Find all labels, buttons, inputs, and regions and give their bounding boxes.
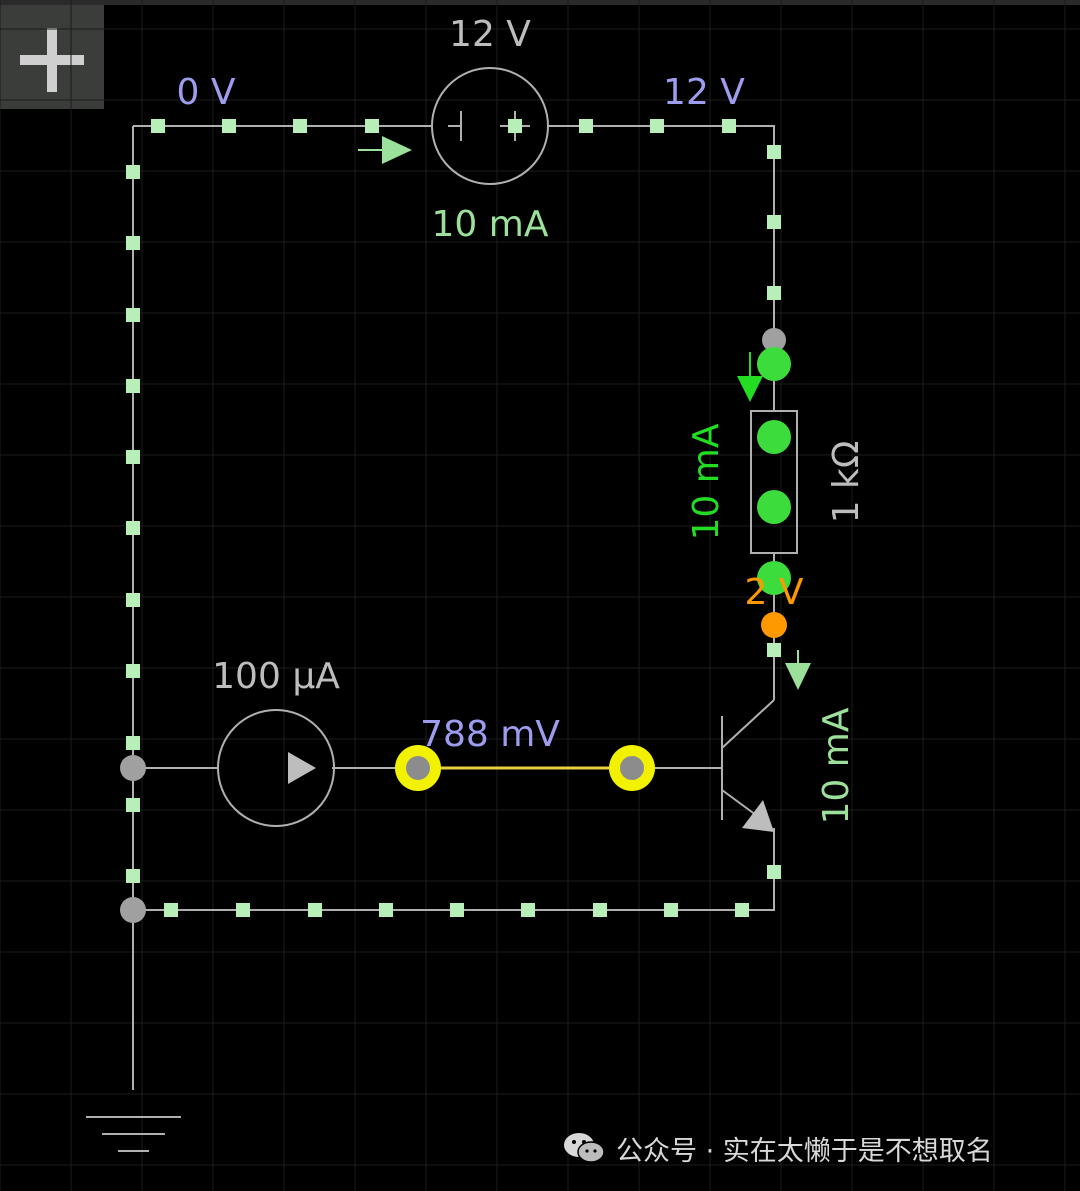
- current-arrows: [358, 136, 811, 690]
- node-right-voltage-label: 12 V: [663, 72, 745, 113]
- voltage-source[interactable]: [431, 67, 549, 185]
- current-dot: [308, 903, 322, 917]
- current-dot: [126, 379, 140, 393]
- wire-top-right: [548, 125, 775, 338]
- resistor-current-label: 10 mA: [686, 423, 727, 540]
- current-dot: [767, 215, 781, 229]
- watermark-text: 公众号 · 实在太懒于是不想取名: [616, 1135, 993, 1167]
- add-component-button[interactable]: [0, 5, 104, 109]
- wechat-icon: [564, 1133, 605, 1163]
- arrow-down-icon: [737, 376, 763, 402]
- watermark: 公众号 · 实在太懒于是不想取名: [562, 1128, 993, 1168]
- resistor-value-label: 1 kΩ: [826, 441, 867, 524]
- arrow-down-icon: [785, 663, 811, 690]
- current-dot: [664, 903, 678, 917]
- current-dot: [126, 593, 140, 607]
- current-dot: [650, 119, 664, 133]
- arrow-right-icon: [382, 136, 412, 164]
- nodes: [120, 755, 146, 923]
- ground-symbol[interactable]: [86, 1116, 181, 1152]
- current-dot: [593, 903, 607, 917]
- wire-bottom: [133, 828, 775, 911]
- current-dot: [767, 286, 781, 300]
- current-dot: [164, 903, 178, 917]
- source-voltage-label: 12 V: [449, 14, 531, 55]
- current-dot: [126, 736, 140, 750]
- npn-transistor[interactable]: [721, 699, 775, 840]
- current-dot: [126, 236, 140, 250]
- current-dot: [126, 798, 140, 812]
- labels: 12 V 0 V 12 V 10 mA 100 µA 788 mV 2 V 10…: [177, 14, 867, 824]
- current-dot: [767, 865, 781, 879]
- current-dot: [222, 119, 236, 133]
- current-dot: [521, 903, 535, 917]
- resistor-voltage-dots: [757, 328, 791, 638]
- current-dot: [450, 903, 464, 917]
- node-base-left: [120, 755, 146, 781]
- node-bottom-left: [120, 897, 146, 923]
- current-dot: [735, 903, 749, 917]
- current-dot: [365, 119, 379, 133]
- source-current-label: 10 mA: [432, 204, 549, 245]
- current-dot: [767, 145, 781, 159]
- current-dot: [126, 521, 140, 535]
- current-dot: [126, 165, 140, 179]
- top-bar: [0, 0, 1080, 5]
- current-dot: [126, 869, 140, 883]
- current-dots: [126, 119, 781, 917]
- current-dot: [126, 308, 140, 322]
- base-voltage-label: 788 mV: [420, 714, 560, 755]
- current-dot: [579, 119, 593, 133]
- voltage-probes[interactable]: [395, 745, 655, 791]
- current-source[interactable]: [217, 709, 335, 827]
- current-dot: [379, 903, 393, 917]
- current-dot: [508, 119, 522, 133]
- current-dot: [236, 903, 250, 917]
- wires: [132, 125, 775, 1090]
- current-dot: [126, 664, 140, 678]
- current-source-arrow-icon: [288, 752, 316, 784]
- current-dot: [293, 119, 307, 133]
- current-dot: [126, 450, 140, 464]
- current-dot: [767, 643, 781, 657]
- emitter-arrow-icon: [742, 800, 774, 832]
- current-source-value-label: 100 µA: [212, 656, 340, 697]
- transistor-current-label: 10 mA: [816, 707, 857, 824]
- current-dot: [151, 119, 165, 133]
- current-dot: [722, 119, 736, 133]
- collector-voltage-label: 2 V: [745, 572, 804, 613]
- node-left-voltage-label: 0 V: [177, 72, 236, 113]
